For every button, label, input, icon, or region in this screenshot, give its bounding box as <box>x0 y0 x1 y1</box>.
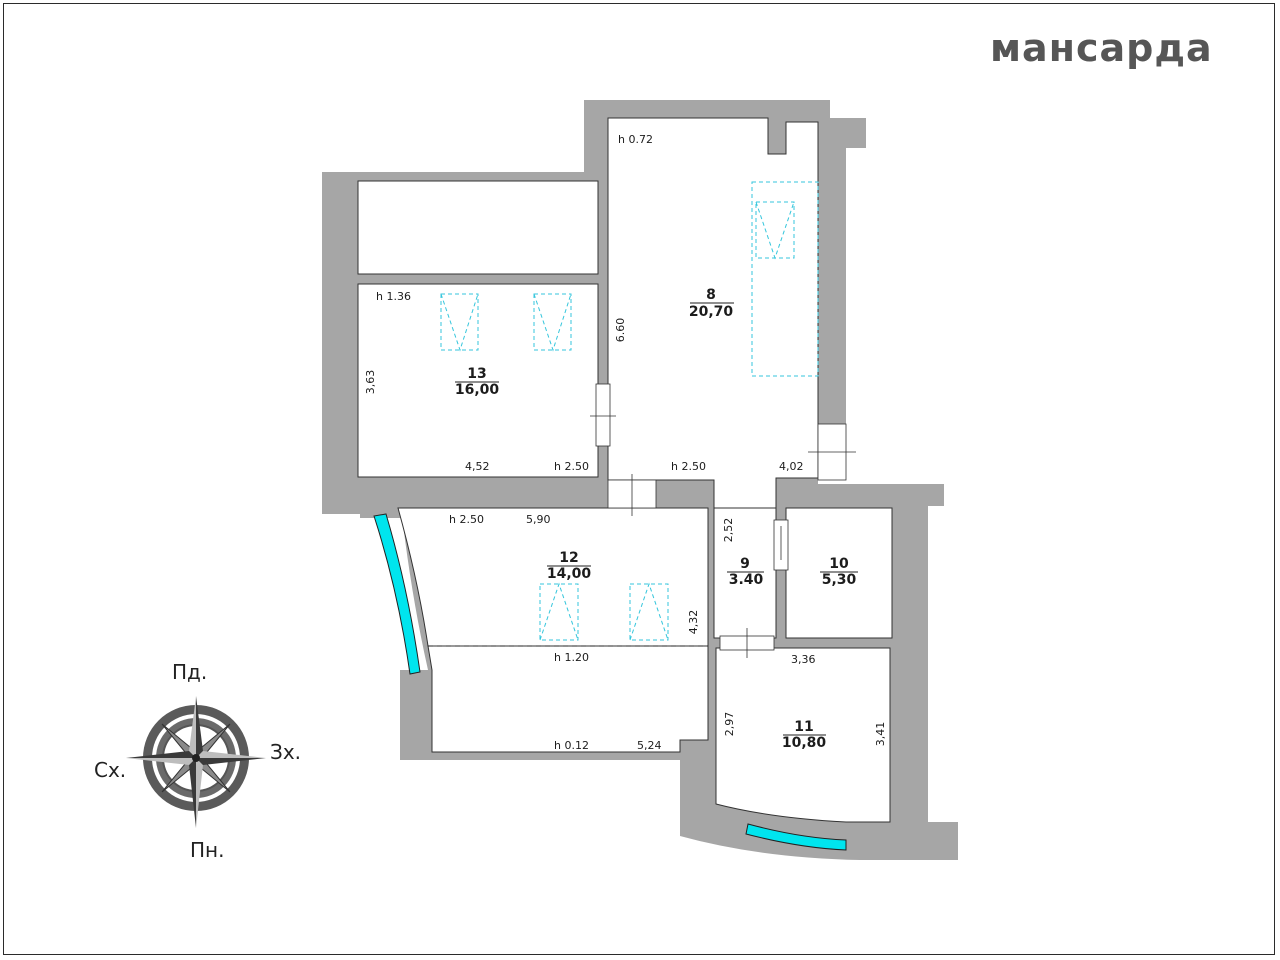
door-13-8 <box>595 383 611 447</box>
dimension-label: 4,52 <box>465 460 490 473</box>
room-labels: 8 20,70 9 3.40 10 5,30 11 10,80 12 14,00… <box>455 287 858 751</box>
height-labels: h 0.72 h 1.36 h 2.50 h 2.50 h 2.50 h 1.2… <box>376 133 706 752</box>
height-label: h 2.50 <box>449 513 484 526</box>
skylight-room-8-frame <box>751 181 819 377</box>
skylight-room-12-a <box>539 582 579 641</box>
height-label: h 0.72 <box>618 133 653 146</box>
window-room-11 <box>745 823 847 851</box>
dimension-label: 3,63 <box>364 370 377 395</box>
windows <box>373 513 847 851</box>
doors <box>590 383 856 658</box>
room-10-number: 10 <box>829 556 849 572</box>
room-11-number: 11 <box>794 719 813 735</box>
room-12-area: 14,00 <box>547 566 592 582</box>
dimension-label: 3,36 <box>791 653 816 666</box>
dimension-label: 5,90 <box>526 513 551 526</box>
room-10-floor <box>785 507 893 639</box>
dimension-label: 2,52 <box>722 518 735 543</box>
dimension-label: 4,02 <box>779 460 804 473</box>
dimension-label: 6.60 <box>614 318 627 343</box>
compass-label-left: Сх. <box>94 758 126 782</box>
compass-label-top: Пд. <box>172 660 207 684</box>
room-11-area: 10,80 <box>782 735 827 751</box>
room-12-number: 12 <box>559 550 578 566</box>
height-label: h 2.50 <box>671 460 706 473</box>
room-8-area: 20,70 <box>689 304 734 320</box>
room-8-number: 8 <box>706 287 716 303</box>
dimension-labels: 6.60 3,63 4,52 4,02 5,90 2,52 4,32 3,36 … <box>364 318 887 752</box>
dimension-label: 5,24 <box>637 739 662 752</box>
compass-rose-icon <box>126 696 266 828</box>
storage-room <box>357 180 599 275</box>
dimension-label: 3,41 <box>874 722 887 747</box>
height-label: h 1.36 <box>376 290 411 303</box>
room-13-area: 16,00 <box>455 382 500 398</box>
skylight-room-12-b <box>629 582 669 641</box>
room-9-area: 3.40 <box>729 572 764 588</box>
skylight-room-13-a <box>440 293 479 352</box>
height-label: h 2.50 <box>554 460 589 473</box>
dimension-label: 4,32 <box>687 610 700 635</box>
room-12-lower-floor <box>427 645 709 753</box>
room-10-area: 5,30 <box>822 572 857 588</box>
dimension-label: 2,97 <box>723 712 736 737</box>
skylights <box>440 181 819 641</box>
skylight-room-13-b <box>533 293 572 352</box>
wall-corner-12 <box>360 498 400 518</box>
rooms-floor <box>357 117 893 823</box>
height-label: h 1.20 <box>554 651 589 664</box>
page-title: мансарда <box>990 26 1213 70</box>
window-room-12 <box>373 513 421 675</box>
height-label: h 0.12 <box>554 739 589 752</box>
skylight-room-8 <box>755 201 795 260</box>
room-13-number: 13 <box>467 366 486 382</box>
compass-label-right: Зх. <box>270 740 301 764</box>
room-9-number: 9 <box>740 556 750 572</box>
compass-label-bottom: Пн. <box>190 838 224 862</box>
